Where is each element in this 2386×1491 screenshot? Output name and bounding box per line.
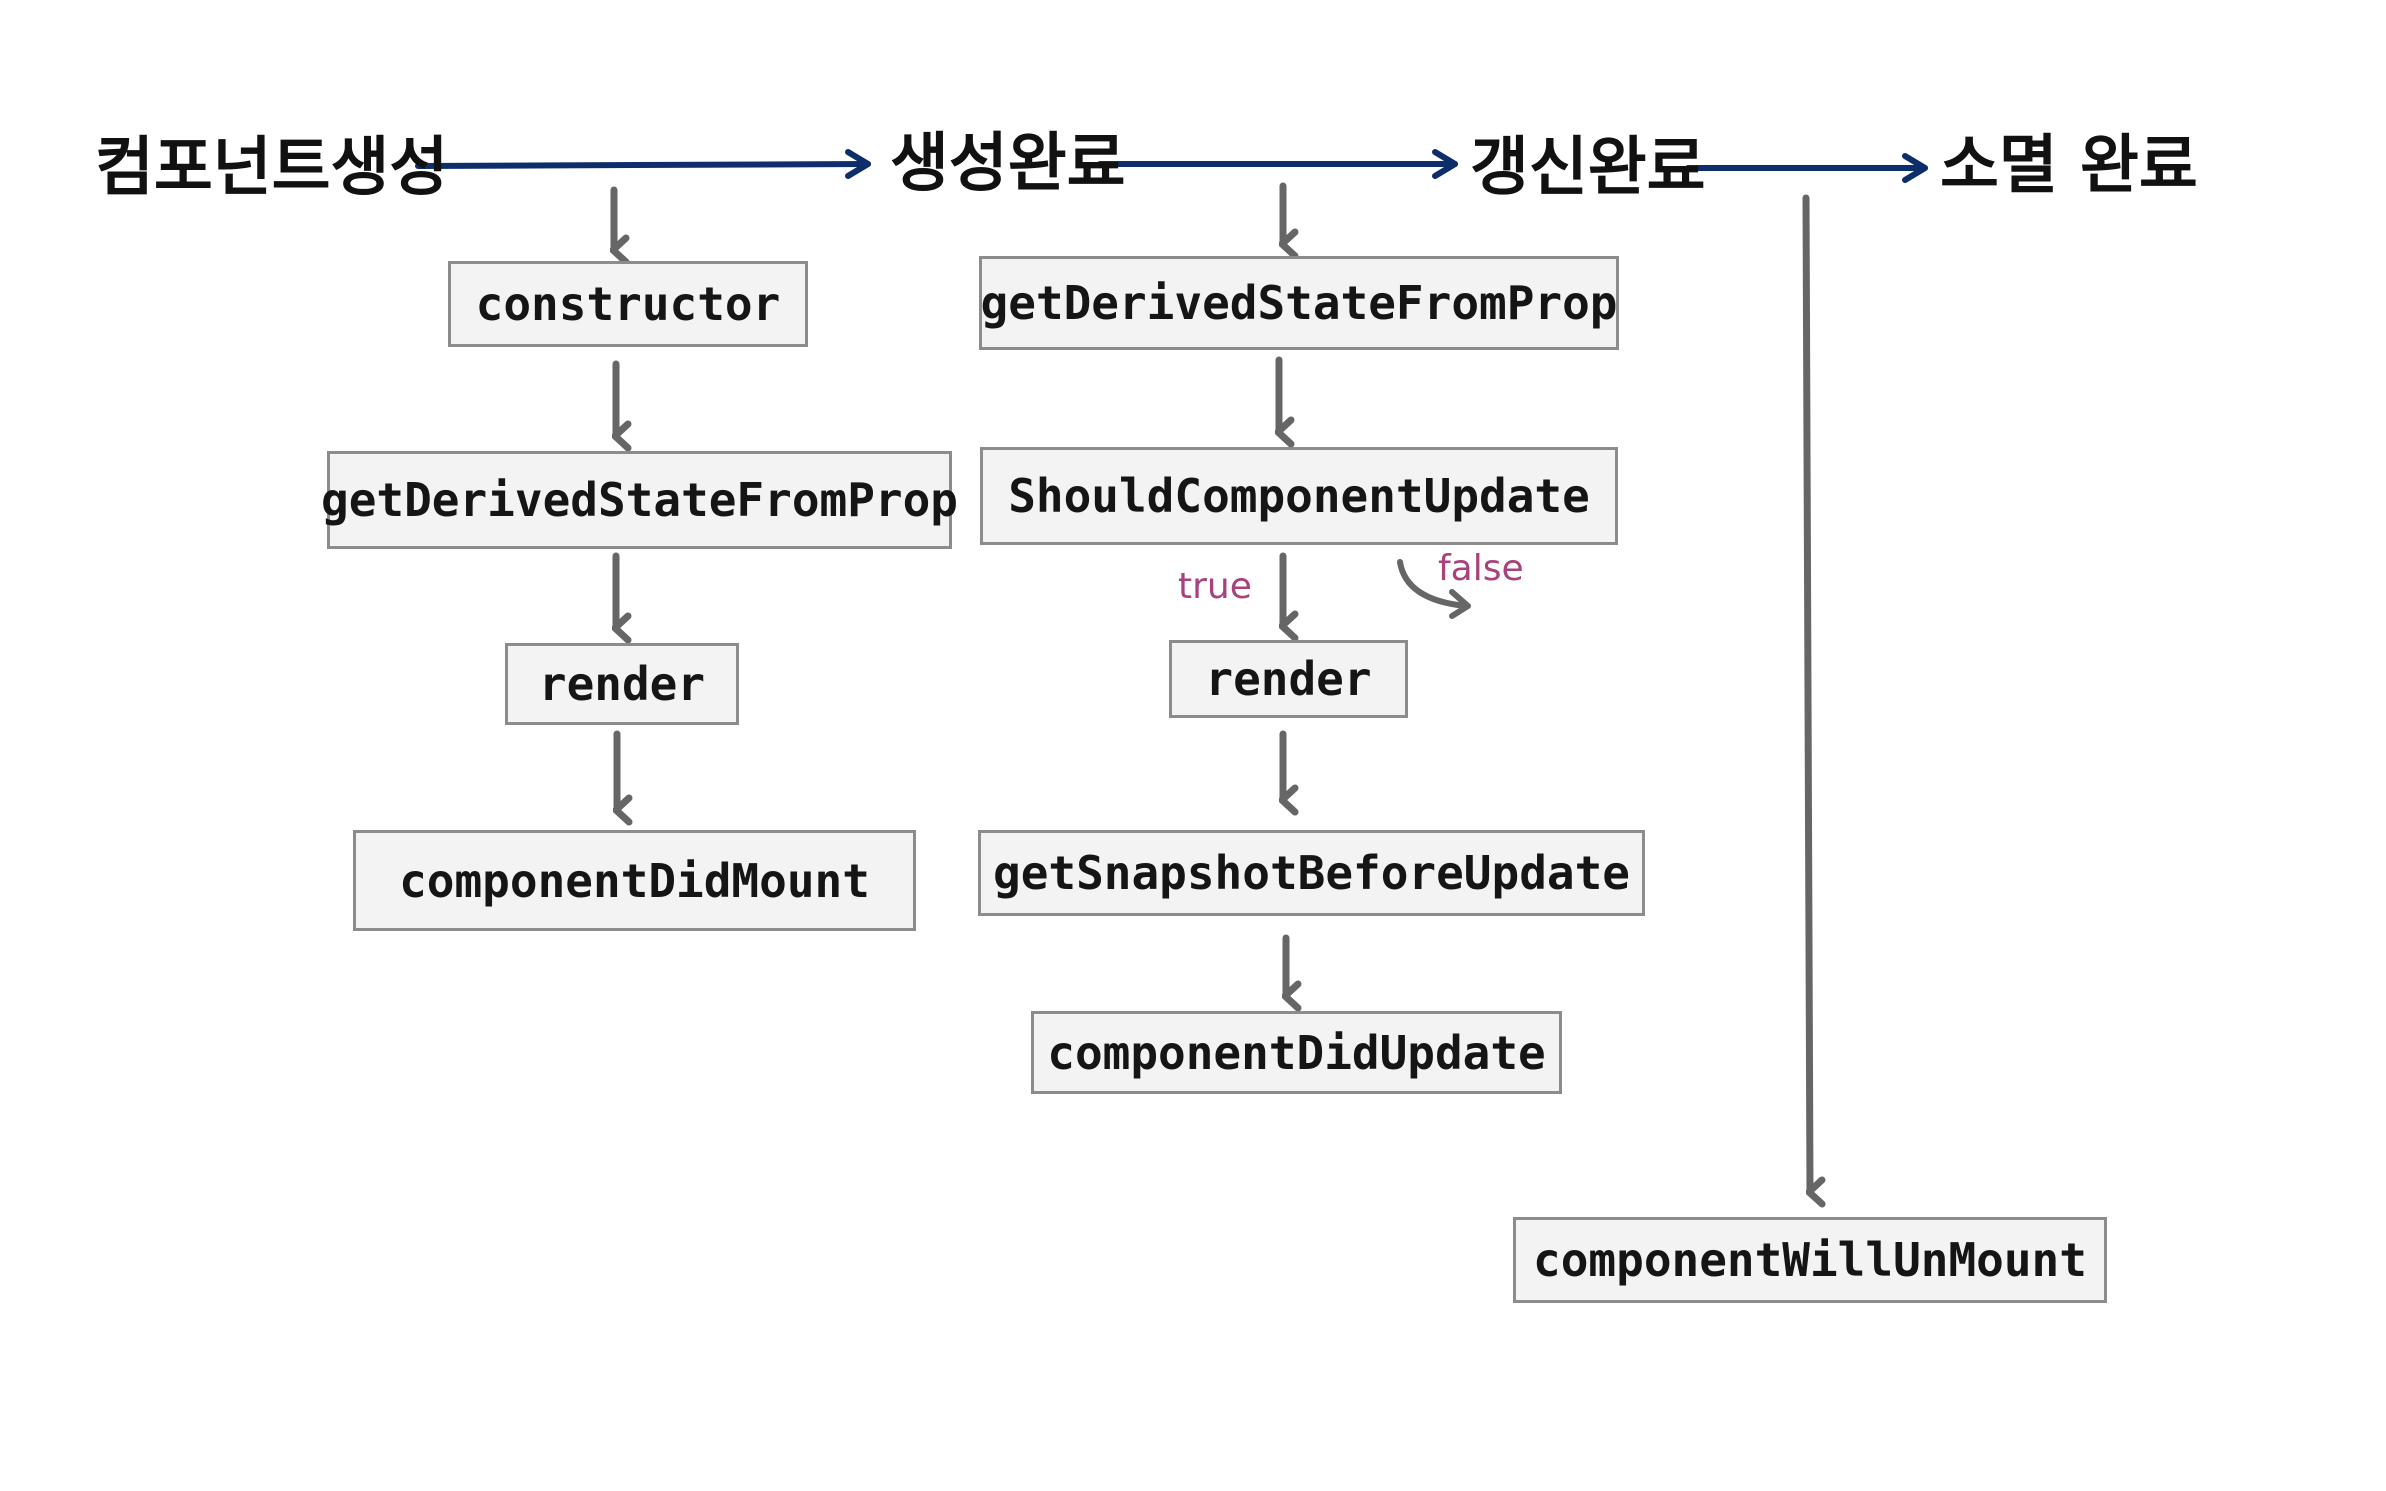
- update-derived-state-box: getDerivedStateFromProp: [979, 256, 1619, 350]
- stage-mount-complete: 생성완료: [890, 127, 1126, 201]
- arrow-updated-to-willunmount: [1802, 194, 1810, 1192]
- mount-constructor-box: constructor: [448, 261, 808, 347]
- update-should-update-box: ShouldComponentUpdate: [980, 447, 1618, 545]
- timeline-arrowhead-3: [1902, 153, 1928, 183]
- stage-component-create: 컴포넌트생성: [95, 131, 449, 205]
- unmount-will-unmount-box: componentWillUnMount: [1513, 1217, 2107, 1303]
- branch-false-label: false: [1438, 548, 1524, 589]
- update-render-box: render: [1169, 640, 1408, 718]
- mount-did-mount-box: componentDidMount: [353, 830, 916, 931]
- arrow-should-false-head: [1449, 589, 1471, 619]
- timeline-arrowhead-2: [1432, 149, 1458, 179]
- update-did-update-box: componentDidUpdate: [1031, 1011, 1562, 1094]
- stage-update-complete: 갱신완료: [1470, 131, 1706, 205]
- timeline-arrowhead-1: [845, 149, 871, 179]
- timeline-arrow-create-to-mounted: [415, 161, 871, 169]
- update-snapshot-box: getSnapshotBeforeUpdate: [978, 830, 1645, 916]
- mount-render-box: render: [505, 643, 739, 725]
- branch-true-label: true: [1178, 566, 1252, 607]
- mount-derived-state-box: getDerivedStateFromProp: [321, 451, 958, 549]
- stage-unmount-complete: 소멸 완료: [1940, 129, 2198, 203]
- arrow-should-false-curve: [1397, 559, 1469, 609]
